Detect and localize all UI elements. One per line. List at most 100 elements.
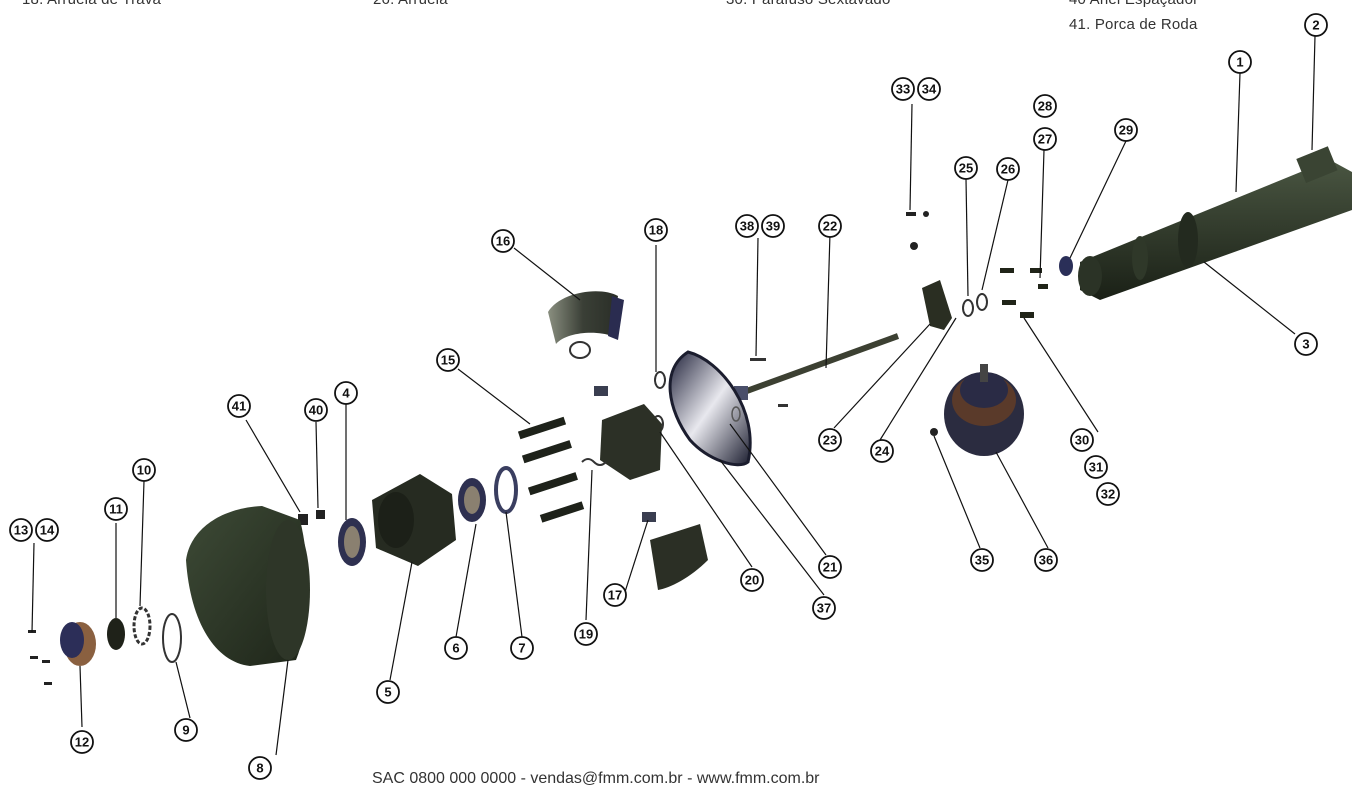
callout-15: 15 (436, 348, 460, 372)
part-23-slack-adjuster (922, 280, 952, 330)
callout-27-label: 27 (1038, 132, 1052, 147)
footer-contact: SAC 0800 000 0000 - vendas@fmm.com.br - … (372, 770, 820, 787)
part-35-nut (930, 428, 938, 436)
callout-26-label: 26 (1001, 162, 1015, 177)
callout-13: 13 (9, 518, 33, 542)
part-9-ring (162, 613, 182, 663)
callout-31-label: 31 (1089, 460, 1103, 475)
part-11-nut (107, 618, 125, 650)
callout-4-label: 4 (342, 386, 350, 401)
callout-9-label: 9 (182, 723, 189, 738)
axle-beam (1078, 146, 1352, 300)
part-16-brake-shoe-upper (548, 291, 624, 359)
callout-32-label: 32 (1101, 487, 1115, 502)
callout-14-label: 14 (40, 523, 55, 538)
part-21-backing-plate (668, 350, 752, 467)
part-17-brake-shoe-lower (642, 512, 708, 590)
caption-26: 26. Arruela (373, 0, 448, 8)
callout-3-label: 3 (1302, 337, 1309, 352)
callout-35: 35 (970, 548, 994, 572)
caption-30: 30. Parafuso Sextavado (726, 0, 891, 8)
callout-24: 24 (870, 439, 894, 463)
part-15-bolts (517, 416, 585, 523)
part-brake-spider (594, 386, 662, 480)
bolts-30-32 (1000, 268, 1048, 318)
caption-41: 41. Porca de Roda (1069, 16, 1198, 33)
part-29-nut (1059, 256, 1073, 276)
callout-1-label: 1 (1236, 55, 1243, 70)
callout-29: 29 (1114, 118, 1138, 142)
part-36-brake-chamber (944, 364, 1024, 456)
callout-8: 8 (248, 756, 272, 780)
screws-13-14 (28, 630, 52, 685)
callout-38-label: 38 (740, 219, 754, 234)
callout-16: 16 (491, 229, 515, 253)
part-41-wheel-nut (298, 514, 308, 525)
caption-40: 40 Anel Espaçador (1069, 0, 1198, 8)
callout-11-label: 11 (109, 502, 123, 517)
part-6-bearing (458, 478, 486, 522)
callout-41-label: 41 (232, 399, 246, 414)
part-4-bearing (338, 518, 366, 566)
callout-33-label: 33 (896, 82, 910, 97)
callout-30-label: 30 (1075, 433, 1089, 448)
leader-lines (31, 35, 1316, 756)
callout-8-label: 8 (256, 761, 263, 776)
callout-36-label: 36 (1039, 553, 1053, 568)
callout-23: 23 (818, 428, 842, 452)
part-25-washer (962, 299, 974, 317)
callout-21: 21 (818, 555, 842, 579)
callout-22: 22 (818, 214, 842, 238)
callout-3: 3 (1294, 332, 1318, 356)
callout-25: 25 (954, 156, 978, 180)
callout-4: 4 (334, 381, 358, 405)
callout-12: 12 (70, 730, 94, 754)
callout-41: 41 (227, 394, 251, 418)
callout-40-label: 40 (309, 403, 323, 418)
callout-17-label: 17 (608, 588, 622, 603)
callout-17: 17 (603, 583, 627, 607)
callouts: 1 2 3 4 5 6 7 8 9 10 11 12 13 14 15 16 1… (9, 13, 1328, 780)
callout-38: 38 (735, 214, 759, 238)
callout-11: 11 (104, 497, 128, 521)
callout-30: 30 (1070, 428, 1094, 452)
part-5-hub (372, 474, 456, 566)
callout-7-label: 7 (518, 641, 525, 656)
callout-34: 34 (917, 77, 941, 101)
callout-16-label: 16 (496, 234, 510, 249)
part-10-lock-washer (132, 606, 152, 646)
part-12-hub-cap (60, 622, 96, 666)
callout-27: 27 (1033, 127, 1057, 151)
callout-7: 7 (510, 636, 534, 660)
callout-5: 5 (376, 680, 400, 704)
callout-36: 36 (1034, 548, 1058, 572)
callout-37-label: 37 (817, 601, 831, 616)
callout-18: 18 (644, 218, 668, 242)
callout-2: 2 (1304, 13, 1328, 37)
part-26-washer (976, 293, 988, 311)
callout-6-label: 6 (452, 641, 459, 656)
part-7-ring (494, 466, 518, 514)
part-8-brake-drum (186, 506, 310, 666)
callout-10-label: 10 (137, 463, 151, 478)
callout-28-label: 28 (1038, 99, 1052, 114)
callout-31: 31 (1084, 455, 1108, 479)
callout-19: 19 (574, 622, 598, 646)
part-37-seal (731, 406, 741, 422)
callout-15-label: 15 (441, 353, 455, 368)
callout-6: 6 (444, 636, 468, 660)
callout-39-label: 39 (766, 219, 780, 234)
callout-34-label: 34 (922, 82, 937, 97)
callout-26: 26 (996, 157, 1020, 181)
part-22-camshaft (734, 333, 900, 400)
callout-35-label: 35 (975, 553, 989, 568)
callout-2-label: 2 (1312, 18, 1319, 33)
callout-22-label: 22 (823, 219, 837, 234)
callout-37: 37 (812, 596, 836, 620)
callout-12-label: 12 (75, 735, 89, 750)
caption-18: 18. Arruela de Trava (22, 0, 161, 8)
parts (28, 146, 1352, 685)
callout-39: 39 (761, 214, 785, 238)
callout-19-label: 19 (579, 627, 593, 642)
